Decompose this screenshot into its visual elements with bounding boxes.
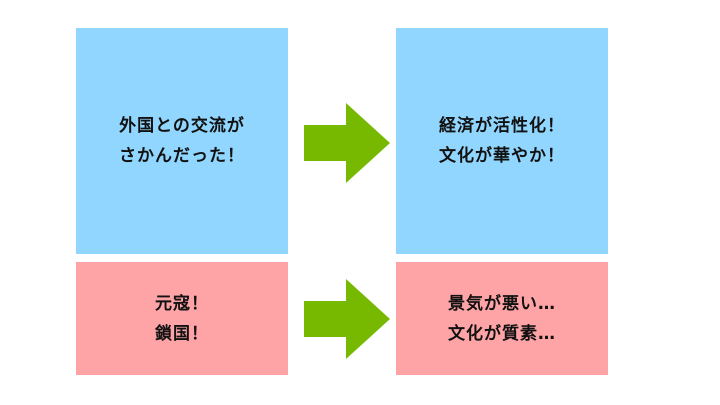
cause-bottom-line1: 元寇！ (155, 293, 209, 314)
effect-bottom-line1: 景気が悪い… (448, 293, 556, 314)
cause-top-line2: さかんだった！ (119, 146, 245, 166)
cause-bottom-line2: 鎖国！ (155, 323, 209, 344)
right-arrow-icon (304, 103, 390, 183)
effect-box-top: 経済が活性化！ 文化が華やか！ (396, 28, 608, 254)
effect-bottom-line2: 文化が質素… (448, 323, 556, 344)
cause-box-bottom: 元寇！ 鎖国！ (76, 262, 288, 375)
right-arrow-icon (304, 279, 390, 359)
cause-box-top: 外国との交流が さかんだった！ (76, 28, 288, 254)
effect-top-line2: 文化が華やか！ (439, 146, 565, 166)
cause-top-line1: 外国との交流が (119, 116, 245, 136)
effect-box-bottom: 景気が悪い… 文化が質素… (396, 262, 608, 375)
effect-top-line1: 経済が活性化！ (439, 116, 565, 136)
